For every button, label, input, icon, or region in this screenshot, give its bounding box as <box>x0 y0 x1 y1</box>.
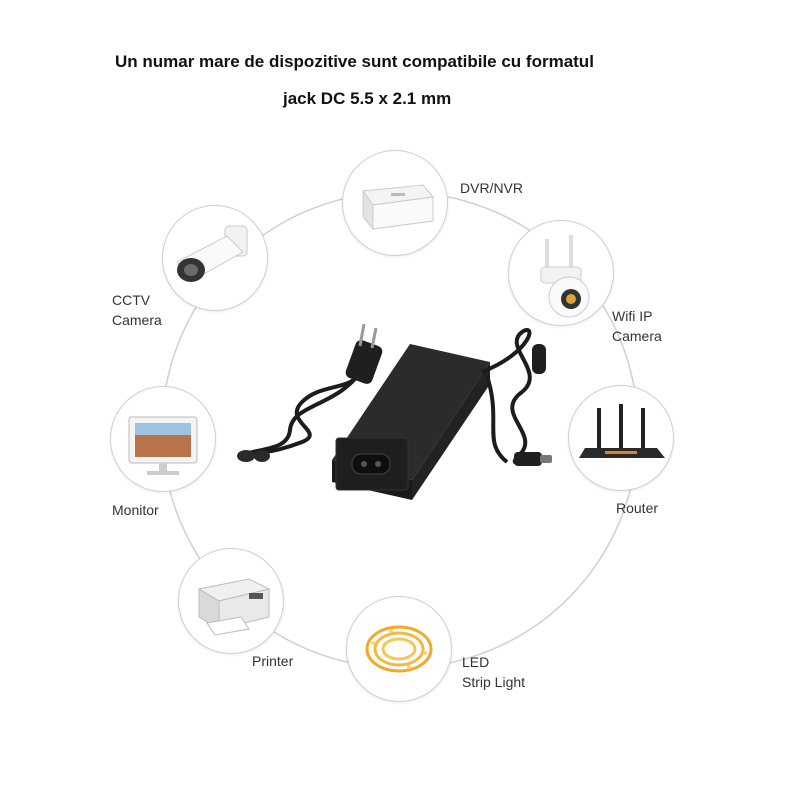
power-adapter-icon <box>237 323 552 500</box>
device-label-printer: Printer <box>252 653 294 669</box>
device-label-monitor: Monitor <box>112 502 159 518</box>
device-node-monitor <box>110 386 216 492</box>
device-node-printer <box>178 548 284 654</box>
device-node-cctv <box>162 205 268 311</box>
cctv-camera-icon <box>176 225 248 282</box>
headline-line-2: jack DC 5.5 x 2.1 mm <box>283 89 452 108</box>
printer-icon <box>197 578 271 636</box>
headline-line-1: Un numar mare de dispozitive sunt compat… <box>115 52 594 71</box>
device-node-dvr <box>342 150 448 256</box>
led-strip-light-icon <box>365 625 433 673</box>
device-label-router: Router <box>616 500 659 516</box>
router-icon <box>579 404 665 458</box>
device-node-led <box>346 596 452 702</box>
device-label-dvr: DVR/NVR <box>460 180 524 196</box>
device-node-wifi-camera <box>508 220 614 326</box>
wifi-ip-camera-icon <box>540 235 590 318</box>
device-label-wifi-camera: Wifi IP Camera <box>612 308 662 344</box>
monitor-icon <box>128 416 198 475</box>
device-label-led: LED Strip Light <box>462 654 526 690</box>
device-label-cctv: CCTV Camera <box>112 292 162 328</box>
dvr-recorder-icon <box>362 184 434 231</box>
device-node-router <box>568 385 674 491</box>
